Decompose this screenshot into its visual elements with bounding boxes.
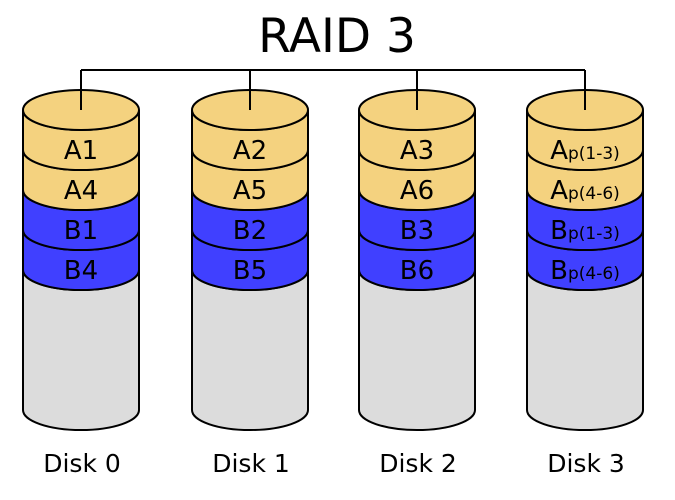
segment-label: B4 — [64, 256, 98, 286]
segment-parity-range: p(4-6) — [568, 184, 620, 204]
disk-free-space — [526, 269, 644, 431]
segment-main: B6 — [400, 256, 434, 286]
segment-label: A5 — [233, 176, 267, 206]
segment-main: B4 — [64, 256, 98, 286]
segment-main: A — [550, 136, 568, 166]
segment-label: Ap(4-6) — [550, 176, 620, 206]
segment-main: B — [550, 216, 568, 246]
segment-main: A3 — [400, 136, 434, 166]
segment-parity-range: p(1-3) — [568, 224, 620, 244]
disk-free-space — [191, 269, 309, 431]
segment-main: A1 — [64, 136, 98, 166]
segment-label: Bp(4-6) — [550, 256, 620, 286]
segment-main: B3 — [400, 216, 434, 246]
segment-label: B1 — [64, 216, 98, 246]
segment-main: A4 — [64, 176, 98, 206]
segment-label: B3 — [400, 216, 434, 246]
segment-parity-range: p(4-6) — [568, 264, 620, 284]
segment-label: A6 — [400, 176, 434, 206]
segment-label: Ap(1-3) — [550, 136, 620, 166]
segment-main: A6 — [400, 176, 434, 206]
disk-label: Disk 2 — [379, 449, 457, 478]
segment-parity-range: p(1-3) — [568, 144, 620, 164]
segment-label: B2 — [233, 216, 267, 246]
segment-label: B6 — [400, 256, 434, 286]
disk-free-space — [358, 269, 476, 431]
segment-main: B — [550, 256, 568, 286]
segment-label: A4 — [64, 176, 98, 206]
diagram-title: RAID 3 — [258, 9, 416, 64]
segment-main: A2 — [233, 136, 267, 166]
segment-main: B1 — [64, 216, 98, 246]
disk-3: Bp(4-6)Bp(1-3)Ap(4-6)Ap(1-3)Disk 3 — [526, 70, 644, 478]
disk-label: Disk 3 — [547, 449, 625, 478]
segment-main: A5 — [233, 176, 267, 206]
segment-main: A — [550, 176, 568, 206]
segment-label: A2 — [233, 136, 267, 166]
segment-main: B2 — [233, 216, 267, 246]
segment-label: A1 — [64, 136, 98, 166]
segment-label: A3 — [400, 136, 434, 166]
disk-free-space — [22, 269, 140, 431]
segment-label: Bp(1-3) — [550, 216, 620, 246]
disk-label: Disk 0 — [43, 449, 121, 478]
segment-main: B5 — [233, 256, 267, 286]
segment-label: B5 — [233, 256, 267, 286]
disk-label: Disk 1 — [212, 449, 290, 478]
